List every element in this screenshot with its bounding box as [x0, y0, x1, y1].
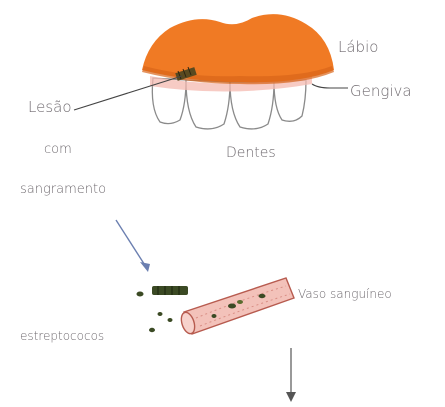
blue-arrow — [116, 220, 150, 272]
bacteria-in-vessel — [228, 304, 236, 309]
bacteria-dot — [158, 312, 163, 316]
label-labio: Lábio — [338, 38, 378, 56]
label-gengiva: Gengiva — [350, 82, 412, 100]
bacteria-dot — [137, 292, 144, 297]
label-lesao-line3: sangramento — [20, 182, 106, 197]
label-dentes: Dentes — [226, 145, 276, 161]
bacteria-in-vessel — [259, 294, 266, 298]
streptococci-cluster — [137, 286, 189, 332]
bacteria-in-vessel — [237, 300, 243, 304]
gengiva-pointer-line — [312, 84, 348, 88]
bacteria-dot — [149, 328, 155, 332]
blood-vessel — [179, 278, 294, 335]
label-vaso: Vaso sanguíneo — [298, 287, 392, 301]
bacteria-dot — [168, 318, 173, 322]
down-arrow — [286, 348, 296, 402]
label-lesao-line2: com — [44, 142, 72, 157]
label-estreptococos: estreptococos — [20, 329, 104, 343]
label-lesao-line1: Lesão — [28, 98, 72, 116]
bacteria-in-vessel — [212, 314, 217, 318]
